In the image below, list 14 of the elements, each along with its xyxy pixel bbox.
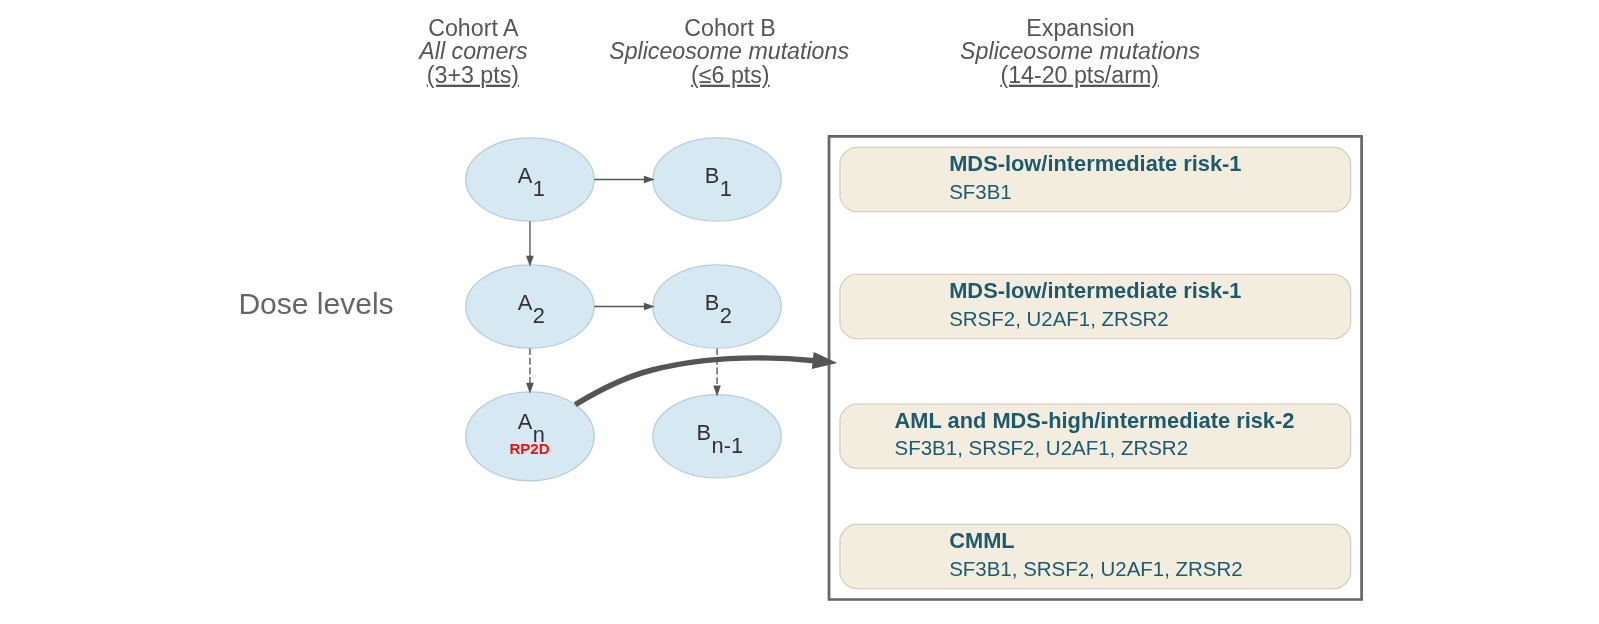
arrow xyxy=(573,351,837,407)
arrow xyxy=(525,347,534,394)
arrow xyxy=(593,302,655,311)
cluster xyxy=(827,135,1363,601)
label: Dose levels xyxy=(237,287,394,321)
arrow xyxy=(712,347,721,397)
arrow xyxy=(525,220,534,267)
node-box: CMML SF3B1, SRSF2, U2AF1, ZRSR2 xyxy=(838,523,1351,590)
arrow xyxy=(593,175,655,184)
node-box: MDS-low/intermediate risk-1 SRSF2, U2AF1, ZRSR2 xyxy=(838,273,1351,340)
label: Expansion xyxy=(1025,15,1135,42)
label: (14-20 pts/arm) xyxy=(999,61,1159,88)
node-box: MDS-low/intermediate risk-1 SF3B1 xyxy=(838,146,1351,213)
node-box: AML and MDS-high/intermediate risk-2 SF3B1, SRSF2, U2AF1, ZRSR2 xyxy=(838,403,1351,470)
